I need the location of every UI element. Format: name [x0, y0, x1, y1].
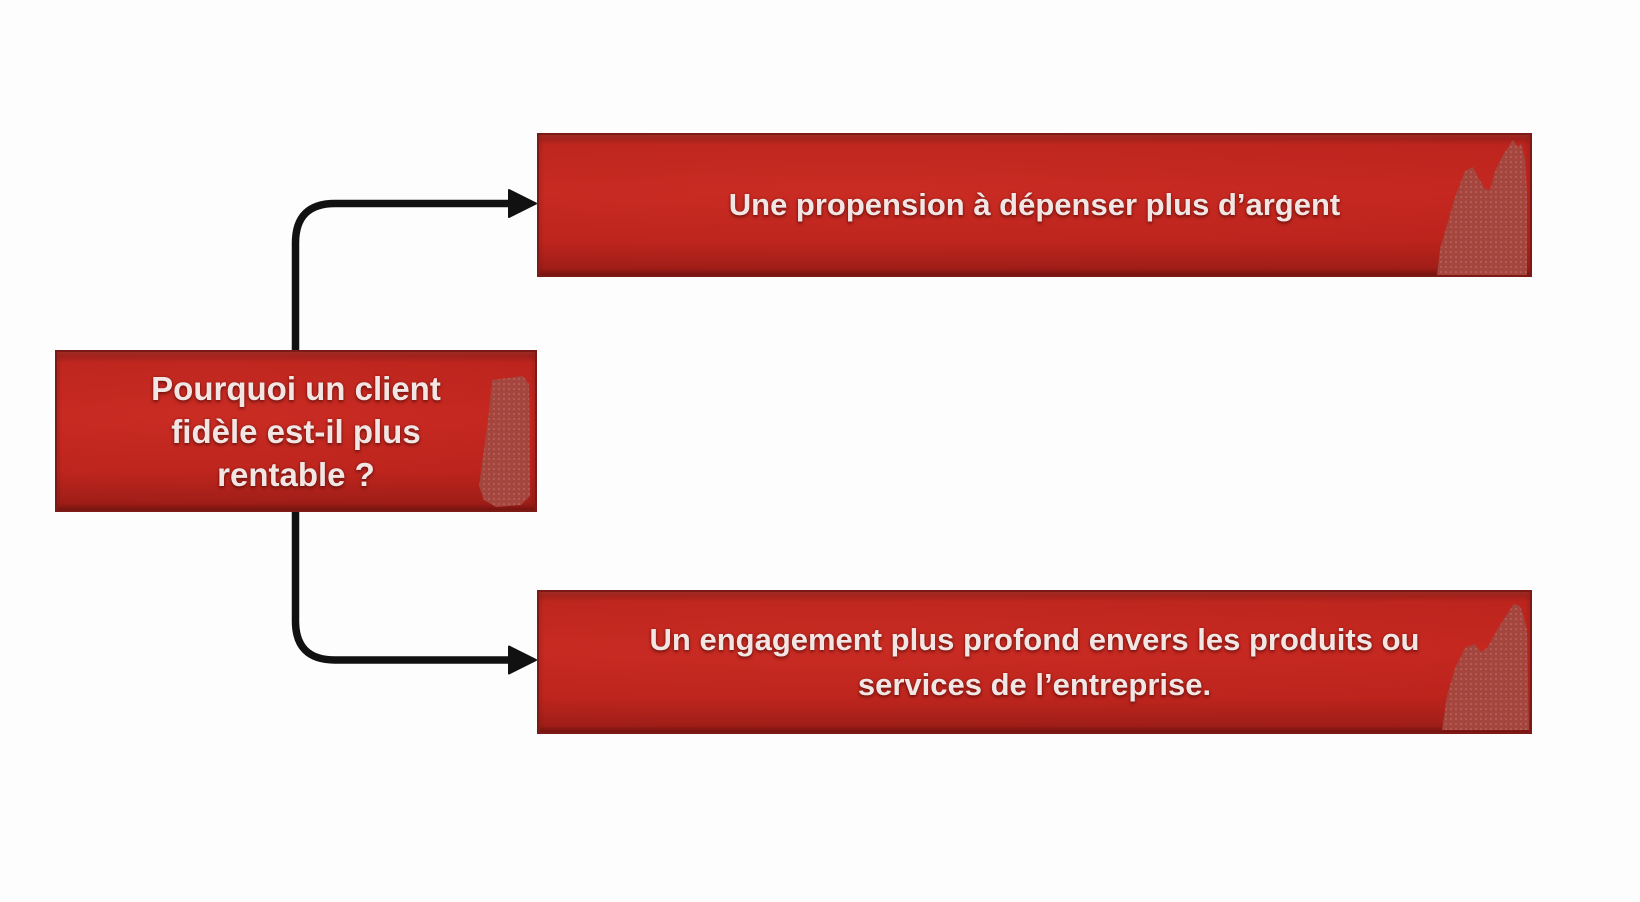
- text-line: Une propension à dépenser plus d’argent: [728, 187, 1341, 222]
- arrow-bottom-head: [508, 645, 537, 675]
- text-line: rentable ?: [217, 455, 375, 493]
- text-line: fidèle est-il plus: [171, 412, 421, 450]
- text-line: services de l’entreprise.: [857, 667, 1212, 702]
- text-line: Pourquoi un client: [151, 369, 441, 407]
- text-line: Un engagement plus profond envers les pr…: [649, 622, 1420, 657]
- node-answer-engagement-text: Un engagement plus profond envers les pr…: [650, 617, 1420, 707]
- node-question: Pourquoi un client fidèle est-il plus re…: [55, 350, 537, 512]
- arrow-bottom-line: [291, 512, 509, 664]
- node-answer-propension: Une propension à dépenser plus d’argent: [537, 133, 1532, 277]
- arrow-top-line: [291, 199, 509, 350]
- arrow-top-head: [508, 189, 537, 218]
- node-question-text: Pourquoi un client fidèle est-il plus re…: [151, 367, 441, 496]
- node-answer-propension-text: Une propension à dépenser plus d’argent: [729, 185, 1341, 225]
- node-answer-engagement: Un engagement plus profond envers les pr…: [537, 590, 1532, 734]
